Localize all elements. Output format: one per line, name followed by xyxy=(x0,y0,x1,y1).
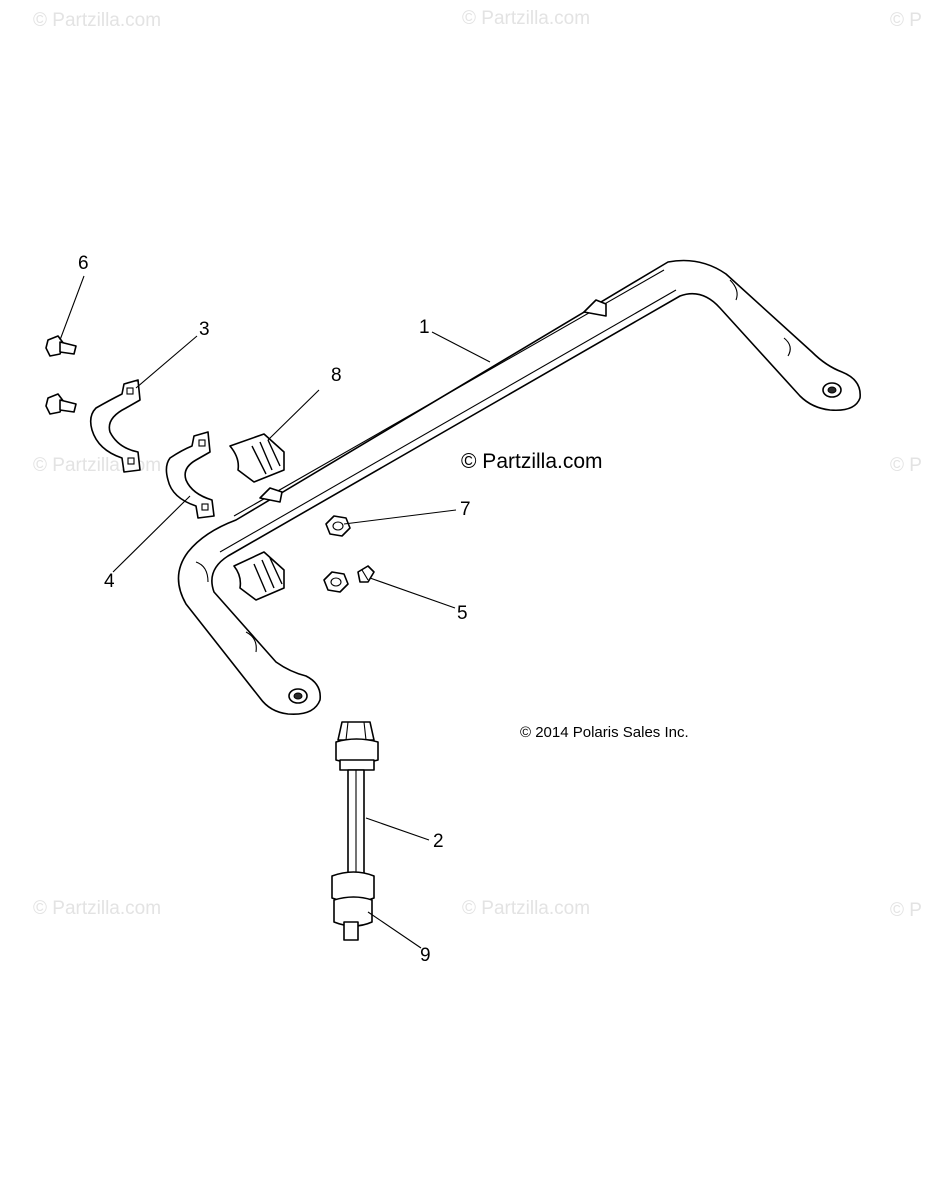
callout-1: 1 xyxy=(419,317,430,338)
bushing-upper xyxy=(229,433,285,483)
callout-3: 3 xyxy=(199,319,210,340)
link-rod xyxy=(331,721,379,941)
brand-text: © Partzilla.com xyxy=(461,450,603,473)
bracket-upper xyxy=(89,379,141,473)
callout-6: 6 xyxy=(78,253,89,274)
callout-9: 9 xyxy=(420,945,431,966)
set-screw xyxy=(357,565,375,583)
watermark: © Partzilla.com xyxy=(462,898,591,919)
watermark: © P xyxy=(890,10,922,31)
watermark: © Partzilla.com xyxy=(462,8,591,29)
callout-5: 5 xyxy=(457,603,468,624)
callout-2: 2 xyxy=(433,831,444,852)
nut-upper xyxy=(325,515,351,537)
nut-lower xyxy=(323,571,349,593)
bracket-lower xyxy=(165,431,215,519)
watermark: © Partzilla.com xyxy=(33,898,162,919)
callout-7: 7 xyxy=(460,499,471,520)
watermark: © P xyxy=(890,455,922,476)
bolt-lower xyxy=(45,393,77,415)
bolt-upper xyxy=(45,335,77,357)
callout-4: 4 xyxy=(104,571,115,592)
callout-8: 8 xyxy=(331,365,342,386)
watermark: © Partzilla.com xyxy=(33,10,162,31)
copyright-text: © 2014 Polaris Sales Inc. xyxy=(520,724,689,741)
leader-lines xyxy=(59,275,491,949)
bushing-lower xyxy=(233,551,285,601)
watermark: © P xyxy=(890,900,922,921)
stabilizer-bar xyxy=(177,259,861,716)
